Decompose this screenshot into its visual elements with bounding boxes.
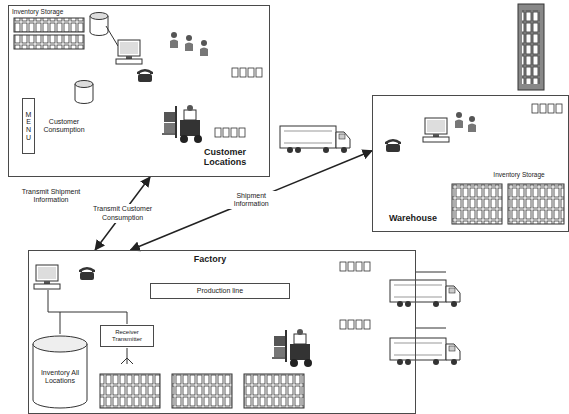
database-icon xyxy=(90,13,108,36)
storage-rack xyxy=(14,35,84,49)
forklift-icon xyxy=(272,329,312,367)
site-heading: Warehouse xyxy=(378,213,448,223)
annotation-label: Inventory Storage xyxy=(12,8,92,15)
pallet-row xyxy=(215,128,245,137)
node-text-holder: Receiver Transmitter xyxy=(101,326,153,346)
antenna-symbol xyxy=(121,358,133,364)
computer-icon xyxy=(116,40,142,64)
signal-connector xyxy=(130,151,372,250)
edge-label-patch: Shipment Information xyxy=(219,191,283,209)
loading-bay xyxy=(416,272,446,273)
storage-rack xyxy=(452,184,502,224)
production-line-bar: Production line xyxy=(150,283,290,299)
pallet-row xyxy=(532,104,562,113)
cable xyxy=(106,26,118,46)
transceiver-box: Receiver Transmitter xyxy=(100,325,154,347)
telephone-icon xyxy=(79,267,95,280)
site-heading: Factory xyxy=(180,254,240,264)
edge-label: Transmit Customer Consumption xyxy=(92,205,154,221)
building-icon xyxy=(518,4,544,90)
building-windows xyxy=(522,10,540,84)
person-icon xyxy=(170,32,178,48)
storage-rack xyxy=(244,374,304,408)
cable xyxy=(48,290,49,312)
annotation-label: Inventory Storage xyxy=(476,171,562,178)
forklift-icon xyxy=(162,105,202,143)
location-box: Customer Locations MENU xyxy=(8,5,270,177)
cable xyxy=(48,312,127,324)
node-text-holder: Customer Locations xyxy=(185,147,265,168)
pallet-row xyxy=(340,262,370,271)
node-label: Production line xyxy=(197,287,243,295)
node-text-holder: Warehouse xyxy=(378,213,448,223)
label-holder: Customer Consumption xyxy=(42,118,86,134)
edge-label: Shipment Information xyxy=(221,192,281,208)
pallet-row xyxy=(340,320,370,329)
antenna-mast xyxy=(127,348,128,364)
annotation-label: Customer Consumption xyxy=(42,118,86,134)
computer-icon xyxy=(34,265,60,289)
database-cylinder: Inventory All Locations xyxy=(32,335,88,409)
cable xyxy=(60,312,61,334)
truck-icon xyxy=(390,280,460,307)
loading-bay xyxy=(416,328,446,329)
person-icon xyxy=(185,35,193,51)
label-holder: Inventory Storage xyxy=(12,8,92,15)
computer-icon xyxy=(423,118,449,142)
node-text-holder: Factory xyxy=(180,254,240,264)
label-holder: Inventory Storage xyxy=(476,171,562,178)
storage-rack xyxy=(100,374,160,408)
pallet-row xyxy=(232,68,262,77)
person-icon xyxy=(468,116,476,132)
person-icon xyxy=(200,40,208,56)
site-heading: Customer Locations xyxy=(185,147,265,168)
node-label: Receiver Transmitter xyxy=(103,329,151,343)
annotation-label: Transmit Shipment Information xyxy=(20,188,82,204)
menu-sign: MENU xyxy=(22,98,35,154)
warehouse-box: Warehouse xyxy=(372,95,569,232)
truck-icon xyxy=(390,338,460,365)
node-text-holder: Inventory All Locations xyxy=(32,335,88,409)
edge-label-patch: Transmit Customer Consumption xyxy=(90,204,156,222)
node-text-holder: MENU xyxy=(23,99,34,153)
storage-rack xyxy=(14,18,84,32)
node-text-holder: Production line xyxy=(151,284,289,298)
truck-icon xyxy=(280,126,350,153)
storage-rack xyxy=(508,184,564,224)
person-icon xyxy=(455,112,463,128)
telephone-icon xyxy=(385,139,401,152)
label-holder: Transmit Shipment Information xyxy=(20,188,82,204)
database-icon xyxy=(75,81,93,104)
node-label: Inventory All Locations xyxy=(35,369,85,385)
storage-rack xyxy=(172,374,232,408)
node-label: MENU xyxy=(25,111,32,142)
factory-box: FactoryProduction lineReceiver Transmitt… xyxy=(28,250,416,414)
telephone-icon xyxy=(137,69,153,82)
